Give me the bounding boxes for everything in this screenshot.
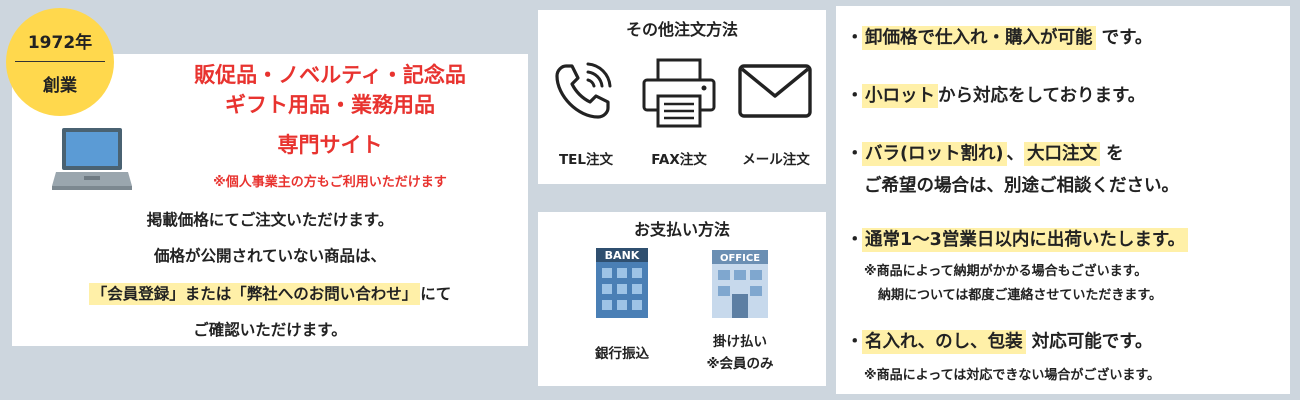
body-line-1: 掲載価格にてご注文いただけます。 — [146, 211, 394, 229]
payment-methods-panel: お支払い方法 BANK 銀行振込 OFFICE — [538, 212, 826, 386]
badge-divider — [15, 61, 105, 62]
mail-order-label: メール注文 — [742, 152, 810, 168]
feature-bulk-order-line-2: ご希望の場合は、別途ご相談ください。 — [864, 176, 1179, 196]
feature-small-lot: ・小ロットから対応をしております。 — [846, 84, 1146, 108]
feature-shipping-highlight: 通常1～3営業日以内に出荷いたします。 — [862, 228, 1189, 252]
body-line-2: 価格が公開されていない商品は、 — [153, 247, 387, 265]
shipping-note-1: ※商品によって納期がかかる場合もございます。 — [864, 264, 1148, 279]
feature-small-lot-rest: から対応をしております。 — [938, 86, 1146, 106]
body-line-4: ご確認いただけます。 — [193, 321, 347, 339]
founded-label: 創業 — [43, 76, 77, 96]
feature-naming-highlight: 名入れ、のし、包装 — [862, 330, 1026, 354]
sole-proprietor-note: ※個人事業主の方もご利用いただけます — [213, 175, 447, 190]
order-methods-panel: その他注文方法 TEL注文 FAX注文 メール注文 — [538, 10, 826, 184]
member-contact-link[interactable]: 「会員登録」または「弊社へのお問い合わせ」 — [88, 283, 421, 305]
shipping-note-2: 納期については都度ご連絡させていただきます。 — [878, 288, 1163, 303]
fax-icon — [640, 58, 718, 132]
founded-badge: 1972年 創業 — [6, 8, 114, 116]
headline-line-2: ギフト用品・業務用品 — [225, 93, 435, 117]
phone-icon — [552, 60, 614, 126]
feature-shipping: ・通常1～3営業日以内に出荷いたします。 — [846, 226, 1189, 252]
bank-transfer-label: 銀行振込 — [595, 346, 649, 362]
members-only-note: ※会員のみ — [706, 356, 774, 372]
order-methods-title: その他注文方法 — [625, 20, 738, 39]
feature-wholesale-highlight: 卸価格で仕入れ・購入が可能 — [862, 26, 1096, 50]
office-icon: OFFICE — [710, 248, 770, 324]
features-panel: ・卸価格で仕入れ・購入が可能 です。 ・小ロットから対応をしております。 ・バラ… — [836, 6, 1290, 394]
bank-sign: BANK — [605, 249, 640, 262]
feature-naming-wrapping: ・名入れ、のし、包装 対応可能です。 — [846, 330, 1153, 354]
laptop-icon — [52, 126, 132, 196]
body-line-3: 「会員登録」または「弊社へのお問い合わせ」にて — [12, 282, 528, 305]
headline-line-1: 販促品・ノベルティ・記念品 — [194, 63, 466, 87]
body-line-3-rest: にて — [420, 285, 452, 303]
feature-wholesale-rest: です。 — [1101, 28, 1153, 48]
fax-order-label: FAX注文 — [651, 152, 707, 168]
headline-line-3: 専門サイト — [277, 133, 383, 157]
bank-icon: BANK — [594, 246, 650, 324]
invoice-payment-label: 掛け払い — [713, 334, 767, 350]
feature-small-lot-highlight: 小ロット — [862, 84, 938, 108]
mail-icon — [738, 64, 812, 122]
feature-wholesale: ・卸価格で仕入れ・購入が可能 です。 — [846, 26, 1153, 50]
office-sign: OFFICE — [720, 253, 760, 264]
naming-note: ※商品によっては対応できない場合がございます。 — [864, 368, 1161, 383]
founded-year: 1972年 — [27, 33, 93, 53]
feature-loose-lot-highlight: バラ(ロット割れ) — [862, 142, 1007, 166]
tel-order-label: TEL注文 — [558, 152, 614, 168]
feature-bulk-highlight: 大口注文 — [1024, 142, 1100, 166]
payment-methods-title: お支払い方法 — [633, 220, 730, 239]
feature-bulk-order: ・バラ(ロット割れ)、大口注文 を — [846, 142, 1124, 166]
feature-naming-rest: 対応可能です。 — [1031, 332, 1153, 352]
